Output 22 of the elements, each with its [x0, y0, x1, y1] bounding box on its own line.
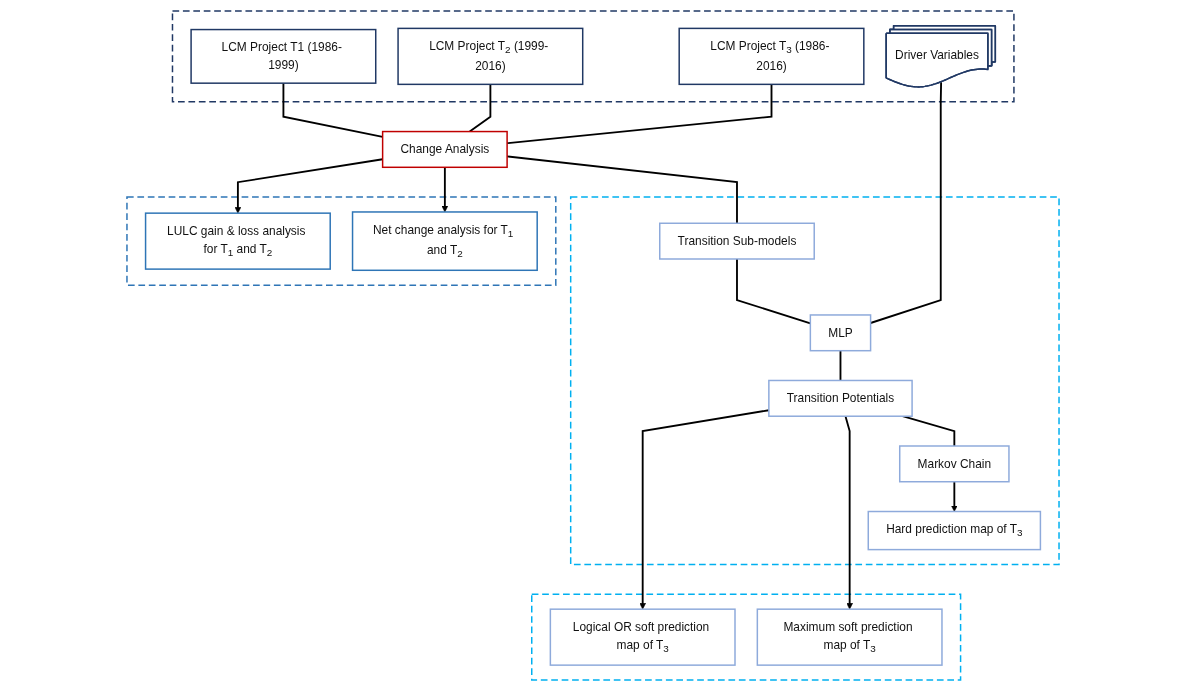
- connector: [468, 83, 492, 133]
- cluster: [569, 196, 1060, 566]
- node-box: Maximum soft prediction map of T$_{3}$: [756, 608, 943, 666]
- cluster: [126, 196, 557, 286]
- node-box: LCM Project T$_{2}$ (1999- 2016): [397, 27, 584, 86]
- node-box: LULC gain & loss analysis for T$_{1}$ and T$_{2}$: [144, 212, 331, 270]
- connector: [839, 349, 842, 382]
- node-box: Hard prediction map of T$_{3}$: [867, 510, 1042, 551]
- node-box: MLP: [809, 314, 872, 352]
- node-box: Change Analysis: [381, 130, 508, 169]
- arrow: [844, 415, 853, 610]
- node-box: Logical OR soft prediction map of T$_{3}$: [549, 608, 736, 666]
- arrow: [951, 480, 958, 512]
- cluster: [171, 10, 1015, 103]
- node-box: Net change analysis for T$_{1}$ and T$_{2}$: [351, 211, 538, 272]
- node-box: LCM Project T1 (1986- 1999): [190, 28, 377, 84]
- node-box: Transition Potentials: [768, 379, 913, 417]
- node-box: Markov Chain: [899, 445, 1010, 483]
- cluster: [531, 593, 962, 681]
- node-box: Transition Sub-models: [659, 222, 815, 260]
- node-box: LCM Project T$_{3}$ (1986- 2016): [678, 27, 865, 86]
- arrow: [441, 166, 449, 213]
